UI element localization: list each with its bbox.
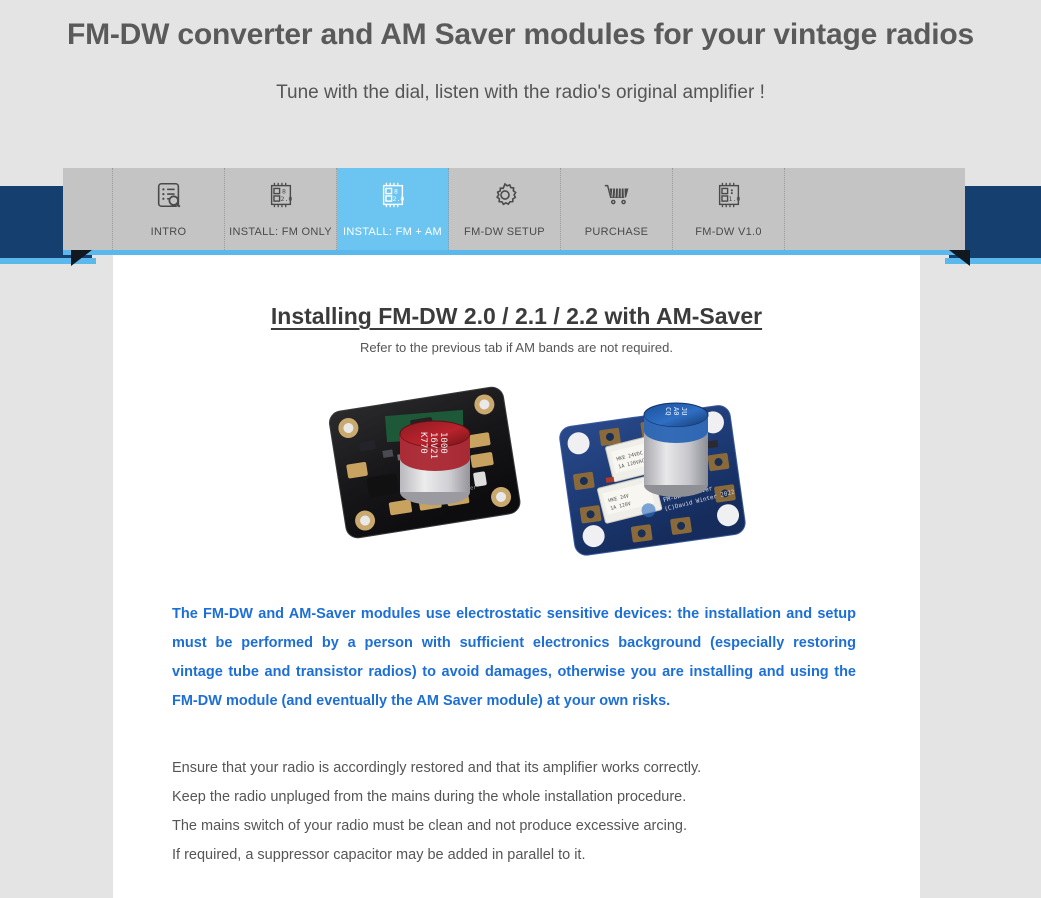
main-navigation-tabs: INTRO 8 2.0 INSTALL: FM ONLY [63, 168, 965, 250]
article-title: Installing FM-DW 2.0 / 2.1 / 2.2 with AM… [270, 303, 763, 329]
svg-text:16V21: 16V21 [428, 432, 438, 459]
tab-label: FM-DW SETUP [464, 226, 545, 238]
tab-fm-dw-setup[interactable]: FM-DW SETUP [449, 168, 561, 250]
chip-module-20-icon: 8 2.0 [378, 177, 408, 213]
page-subtitle: Tune with the dial, listen with the radi… [276, 82, 765, 103]
fm-dw-board-image: FM-DW 2.2 2022 David Winter 1000 16V21 K… [329, 386, 521, 539]
tab-label: INSTALL: FM ONLY [229, 226, 332, 238]
ribbon-fold-right [949, 250, 970, 266]
ribbon-accent-right [945, 258, 1041, 264]
svg-text:8: 8 [393, 188, 397, 196]
svg-text:CQ: CQ [664, 407, 672, 415]
tab-label: INSTALL: FM + AM [342, 226, 443, 238]
page-header: FM-DW converter and AM Saver modules for… [0, 0, 1041, 160]
tab-label: FM-DW V1.0 [695, 226, 762, 238]
svg-text:1000: 1000 [438, 432, 448, 454]
tabbar-accent-underline [63, 250, 965, 255]
tab-label: INTRO [150, 226, 187, 238]
svg-text:A0: A0 [672, 407, 680, 415]
product-image-group: FM-DW 2.2 2022 David Winter 1000 16V21 K… [143, 367, 890, 582]
note-line: Ensure that your radio is accordingly re… [172, 760, 702, 776]
ribbon-accent-left [0, 258, 96, 264]
svg-text:K770: K770 [418, 432, 428, 454]
gear-icon [490, 177, 520, 213]
tab-install-fm-only[interactable]: 8 2.0 INSTALL: FM ONLY [225, 168, 337, 250]
am-saver-board-image: HKE 24VDC 1A 120VAC HKE 24V 1A 120V [559, 402, 746, 556]
svg-text:2.0: 2.0 [392, 195, 404, 203]
warning-paragraph: The FM-DW and AM-Saver modules use elect… [172, 606, 856, 709]
svg-text:2.0: 2.0 [280, 195, 292, 203]
chip-module-10-icon: 1.0 [714, 177, 744, 213]
tab-intro[interactable]: INTRO [113, 168, 225, 250]
shopping-cart-icon [602, 177, 632, 213]
svg-text:1A 120V: 1A 120V [610, 501, 632, 512]
content-card: Installing FM-DW 2.0 / 2.1 / 2.2 with AM… [113, 255, 920, 898]
page-title: FM-DW converter and AM Saver modules for… [66, 18, 975, 51]
installation-notes: Ensure that your radio is accordingly re… [172, 754, 890, 870]
ribbon-fold-left [71, 250, 92, 266]
note-line: Keep the radio unpluged from the mains d… [172, 789, 687, 805]
svg-text:HKE 24V: HKE 24V [608, 493, 630, 504]
chip-module-20-icon: 8 2.0 [266, 177, 296, 213]
esd-warning-text: The FM-DW and AM-Saver modules use elect… [172, 600, 856, 716]
note-line: If required, a suppressor capacitor may … [172, 847, 586, 863]
article-subtitle: Refer to the previous tab if AM bands ar… [360, 340, 673, 355]
note-line: The mains switch of your radio must be c… [172, 818, 688, 834]
tab-purchase[interactable]: PURCHASE [561, 168, 673, 250]
document-search-icon [154, 177, 184, 213]
tabbar-left-spacer [63, 168, 113, 250]
svg-text:8: 8 [281, 188, 285, 196]
tab-install-fm-am[interactable]: 8 2.0 INSTALL: FM + AM [337, 168, 449, 250]
svg-text:1.0: 1.0 [728, 195, 740, 203]
svg-text:JU: JU [680, 407, 688, 415]
tab-fm-dw-v1[interactable]: 1.0 FM-DW V1.0 [673, 168, 785, 250]
tab-label: PURCHASE [584, 226, 649, 238]
tabbar-right-spacer [785, 168, 965, 250]
